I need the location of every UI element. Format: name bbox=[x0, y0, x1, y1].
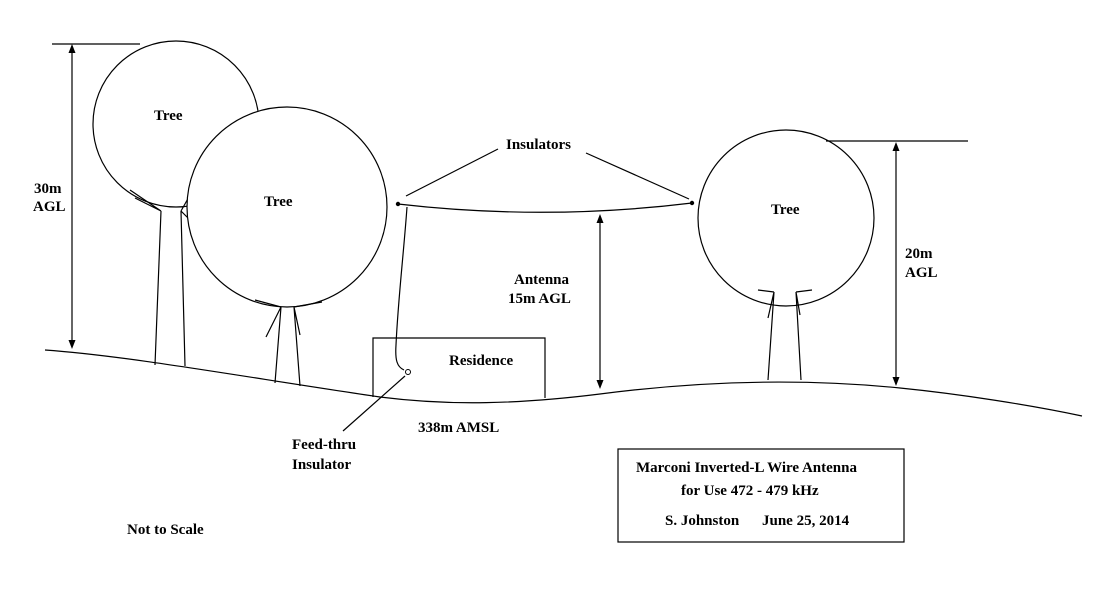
elevation-label: 338m AMSL bbox=[418, 420, 499, 436]
title-date: June 25, 2014 bbox=[762, 513, 850, 529]
feedthru-leader bbox=[342, 375, 406, 432]
tree-3 bbox=[697, 129, 875, 381]
tree-3-label: Tree bbox=[771, 202, 800, 218]
antenna-wire bbox=[397, 202, 693, 213]
height-20m-label-1: 20m bbox=[905, 246, 933, 262]
tree-2 bbox=[186, 106, 388, 387]
not-to-scale-label: Not to Scale bbox=[127, 522, 204, 538]
feedthru-insulator bbox=[405, 369, 411, 375]
feed-wire bbox=[395, 206, 408, 371]
antenna-label-1: Antenna bbox=[514, 272, 570, 288]
tree-3-trunk bbox=[757, 289, 813, 381]
tree-2-label: Tree bbox=[264, 194, 293, 210]
insulator-right bbox=[689, 200, 695, 206]
title-author: S. Johnston bbox=[665, 513, 740, 529]
insulator-leader-right bbox=[585, 152, 690, 200]
feedthru-label-1: Feed-thru bbox=[292, 437, 356, 453]
insulators-label: Insulators bbox=[506, 137, 571, 153]
height-20m-label-2: AGL bbox=[905, 265, 938, 281]
tree-2-trunk bbox=[254, 299, 323, 387]
height-30m-label-2: AGL bbox=[33, 199, 66, 215]
height-30m-dimension bbox=[52, 43, 140, 349]
antenna-label-2: 15m AGL bbox=[508, 291, 571, 307]
tree-2-crown bbox=[186, 106, 388, 308]
antenna-height-dimension bbox=[596, 214, 604, 389]
height-20m-dimension bbox=[826, 140, 968, 386]
tree-1-trunk bbox=[129, 189, 191, 367]
residence-outline bbox=[372, 337, 546, 398]
title-line-2: for Use 472 - 479 kHz bbox=[681, 483, 819, 499]
title-line-1: Marconi Inverted-L Wire Antenna bbox=[636, 460, 857, 476]
height-30m-label-1: 30m bbox=[34, 181, 62, 197]
title-box bbox=[617, 448, 905, 543]
insulator-left bbox=[395, 201, 401, 207]
insulator-leader-left bbox=[405, 148, 499, 197]
tree-1-label: Tree bbox=[154, 108, 183, 124]
feedthru-label-2: Insulator bbox=[292, 457, 352, 473]
ground-line bbox=[44, 349, 1083, 417]
residence-label: Residence bbox=[449, 353, 513, 369]
tree-3-crown bbox=[697, 129, 875, 307]
